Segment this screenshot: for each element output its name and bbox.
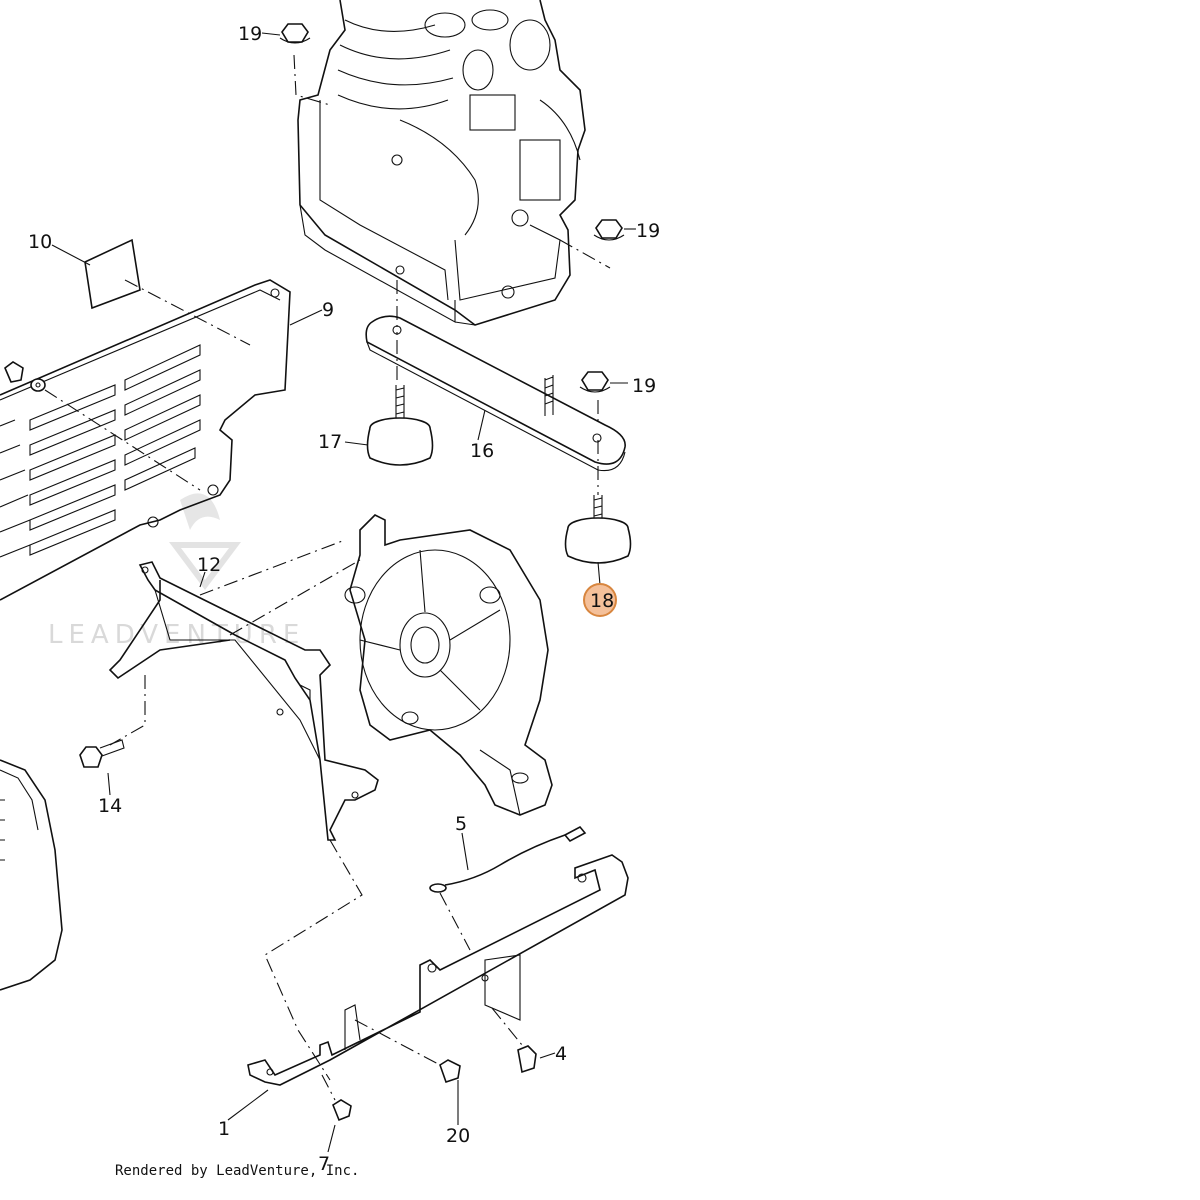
render-credit: Rendered by LeadVenture, Inc. [115, 1163, 360, 1179]
callout-5[interactable]: 5 [455, 813, 467, 835]
callout-16[interactable]: 16 [470, 440, 494, 462]
bolt-7[interactable]: 7 [318, 1074, 352, 1175]
callout-7[interactable]: 7 [318, 1153, 330, 1175]
fan-housing [229, 514, 553, 816]
flange-nut-19-right[interactable]: 19 [559, 219, 660, 269]
watermark-text: LEADVENTURE [48, 620, 305, 650]
callout-9[interactable]: 9 [322, 299, 334, 321]
bolt-14[interactable]: 14 [79, 739, 125, 817]
callout-19-top[interactable]: 19 [238, 23, 262, 45]
frame-rail-1[interactable]: 1 [218, 839, 629, 1140]
mounting-base-16[interactable]: 16 [365, 280, 626, 495]
rubber-mount-18[interactable] [564, 495, 632, 586]
bracket-12[interactable]: 12 [108, 539, 379, 841]
callout-19-base[interactable]: 19 [632, 375, 656, 397]
decal-10[interactable]: 10 [28, 231, 251, 346]
watermark: LEADVENTURE [48, 493, 305, 650]
callout-18[interactable]: 18 [590, 590, 614, 612]
rubber-mount-17[interactable]: 17 [318, 385, 434, 466]
callout-17[interactable]: 17 [318, 431, 342, 453]
screw-4[interactable]: 4 [491, 1007, 567, 1074]
callout-19-right[interactable]: 19 [636, 220, 660, 242]
callout-14[interactable]: 14 [98, 795, 122, 817]
flange-nut-19-top[interactable]: 19 [238, 23, 331, 106]
engine-block [297, 0, 586, 326]
callout-18-highlight[interactable]: 18 [583, 583, 617, 617]
callout-1[interactable]: 1 [218, 1118, 230, 1140]
side-cover-left [0, 759, 63, 991]
callout-12[interactable]: 12 [197, 554, 221, 576]
ground-wire-5[interactable]: 5 [429, 813, 587, 951]
vent-slots [0, 344, 201, 558]
bolt-washer-left[interactable] [4, 361, 201, 491]
bolt-20[interactable]: 20 [354, 1019, 470, 1147]
callout-20[interactable]: 20 [446, 1125, 470, 1147]
callout-4[interactable]: 4 [555, 1043, 567, 1065]
callout-10[interactable]: 10 [28, 231, 52, 253]
flange-nut-19-base[interactable]: 19 [579, 371, 656, 430]
shroud-panel-9[interactable]: 9 [0, 279, 334, 601]
